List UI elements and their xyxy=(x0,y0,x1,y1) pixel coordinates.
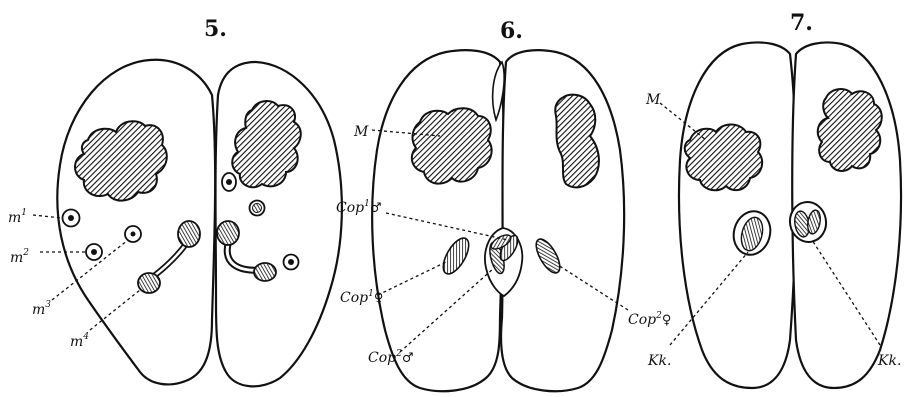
fig6-left-half xyxy=(372,50,504,391)
figure-5-number: 5. xyxy=(204,16,227,42)
fig5-micronucleus-m2 xyxy=(86,244,102,260)
fig5-micronucleus-right-b xyxy=(250,201,265,216)
fig5-label-m2: m2 xyxy=(10,248,29,266)
fig6-label-cop1-male: Cop1♂ xyxy=(336,199,382,216)
fig6-label-cop2-female: Cop2♀ xyxy=(628,311,671,328)
fig5-label-m4: m4 xyxy=(70,332,89,350)
fig7-label-M: M xyxy=(645,92,661,108)
fig5-micronucleus-right-c xyxy=(284,255,299,270)
figure-5: 5. xyxy=(8,16,342,386)
fig7-left-half xyxy=(679,42,796,388)
figure-7-number: 7. xyxy=(790,10,813,36)
fig5-label-m1: m1 xyxy=(8,208,27,226)
figure-7: 7. M Kk. Kk. xyxy=(645,10,901,388)
fig5-label-m3: m3 xyxy=(32,300,51,318)
fig7-label-kk-left: Kk. xyxy=(647,353,671,369)
fig7-label-kk-right: Kk. xyxy=(877,353,901,369)
fig5-micronucleus-right-a xyxy=(222,173,236,191)
fig5-micronucleus-m1 xyxy=(63,210,80,227)
fig5-micronucleus-m3 xyxy=(125,226,141,242)
figure-6: 6. M Cop1♂ Cop1♀ Cop2♂ Cop2♀ xyxy=(336,18,671,391)
figure-6-number: 6. xyxy=(500,18,523,44)
fig6-label-M: M xyxy=(353,124,369,140)
fig6-label-cop1-female: Cop1♀ xyxy=(340,289,383,306)
fig6-label-cop2-male: Cop2♂ xyxy=(368,349,414,366)
